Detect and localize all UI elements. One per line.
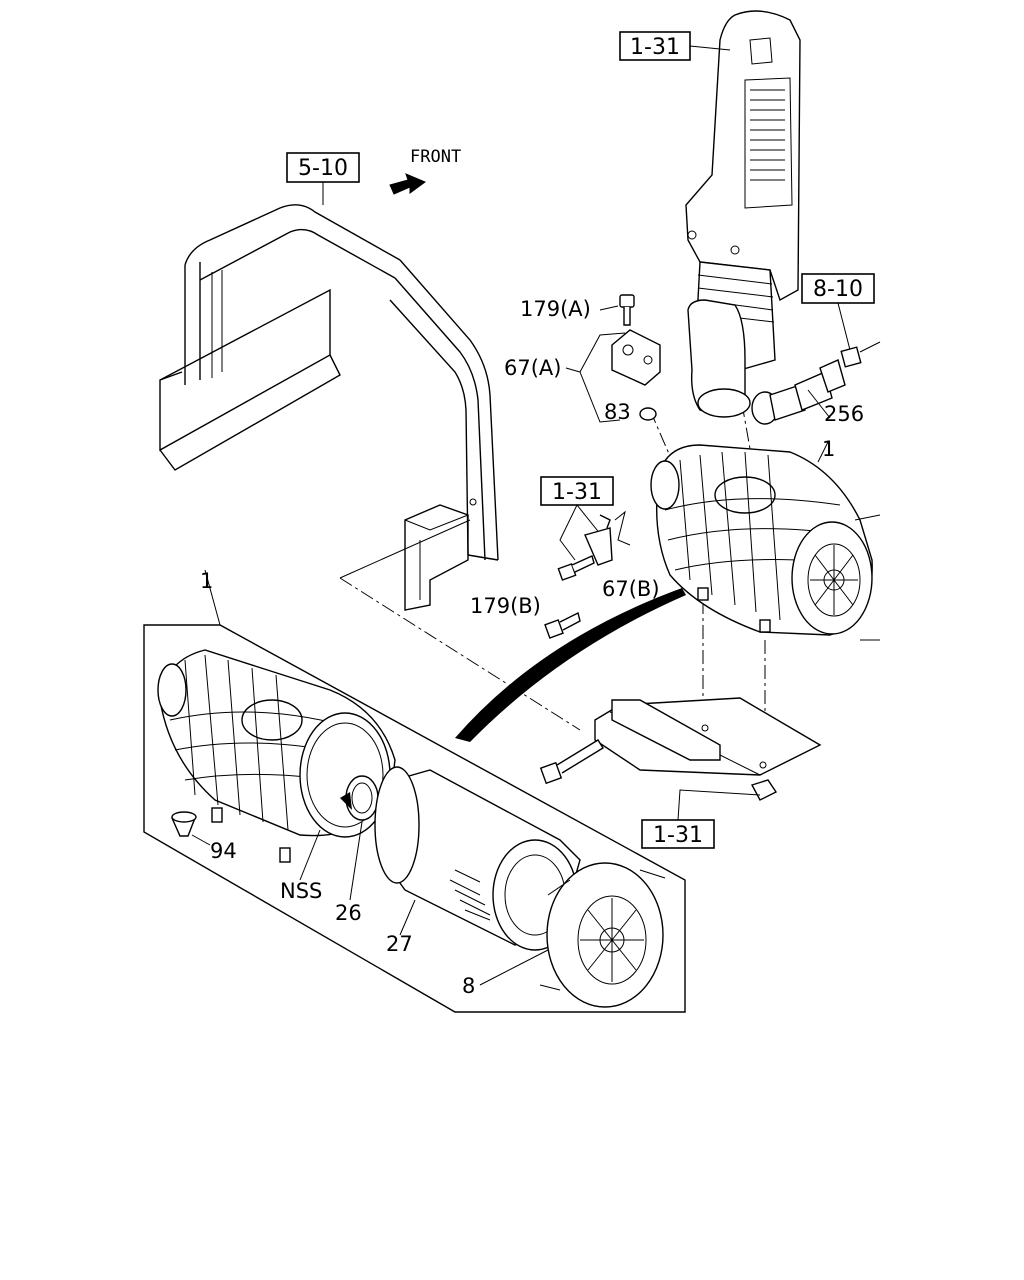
- svg-text:NSS: NSS: [280, 879, 322, 903]
- ref-box-5-10: 5-10: [286, 152, 360, 205]
- frame-mounting-bracket: [404, 504, 469, 611]
- exploded-view-frame: 1: [143, 569, 686, 1013]
- bolt-179b: 179(B): [470, 594, 581, 639]
- svg-text:179(A): 179(A): [520, 297, 591, 321]
- svg-text:26: 26: [335, 901, 362, 925]
- svg-text:67(B): 67(B): [602, 577, 660, 601]
- air-intake-duct: [685, 10, 801, 418]
- valve-94: 94: [171, 811, 237, 863]
- washer-83: 83: [604, 400, 657, 424]
- bracket-67a: 67(A): [504, 329, 661, 423]
- chassis-frame: [159, 204, 499, 561]
- svg-text:5-10: 5-10: [298, 156, 348, 181]
- svg-text:94: 94: [210, 839, 237, 863]
- clamp-67b: 67(B): [584, 510, 660, 601]
- svg-text:256: 256: [824, 402, 864, 426]
- ref-box-1-31-mid: 1-31: [540, 476, 614, 561]
- svg-text:1-31: 1-31: [653, 823, 703, 848]
- bolt-179a: 179(A): [520, 294, 635, 326]
- guide-line-a: [339, 519, 471, 579]
- bolt-upper-67b: [557, 555, 595, 581]
- svg-text:8: 8: [462, 974, 475, 998]
- seal-26: 26: [335, 775, 379, 925]
- svg-text:1: 1: [200, 569, 213, 593]
- ref-box-1-31-top: 1-31: [619, 31, 731, 61]
- assembly-arrow-strip: [455, 588, 686, 742]
- svg-text:1-31: 1-31: [552, 480, 602, 505]
- end-cap-8: 8: [462, 862, 666, 1008]
- svg-text:1-31: 1-31: [630, 35, 680, 60]
- air-cleaner-assembly-upper: 1: [650, 437, 881, 641]
- center-line-c: [339, 577, 581, 731]
- front-arrow-icon: [389, 173, 427, 195]
- svg-text:27: 27: [386, 932, 413, 956]
- svg-text:67(A): 67(A): [504, 356, 561, 380]
- front-indicator: FRONT: [389, 147, 461, 195]
- svg-text:FRONT: FRONT: [410, 147, 461, 167]
- svg-text:83: 83: [604, 400, 631, 424]
- mounting-bracket-lower: 1-31: [539, 697, 822, 849]
- air-cleaner-housing: [157, 649, 396, 863]
- svg-text:179(B): 179(B): [470, 594, 541, 618]
- restriction-indicator-256: 8-10 256: [751, 273, 881, 426]
- svg-text:8-10: 8-10: [813, 277, 863, 302]
- label-nss: NSS: [280, 829, 322, 903]
- svg-text:1: 1: [822, 437, 835, 461]
